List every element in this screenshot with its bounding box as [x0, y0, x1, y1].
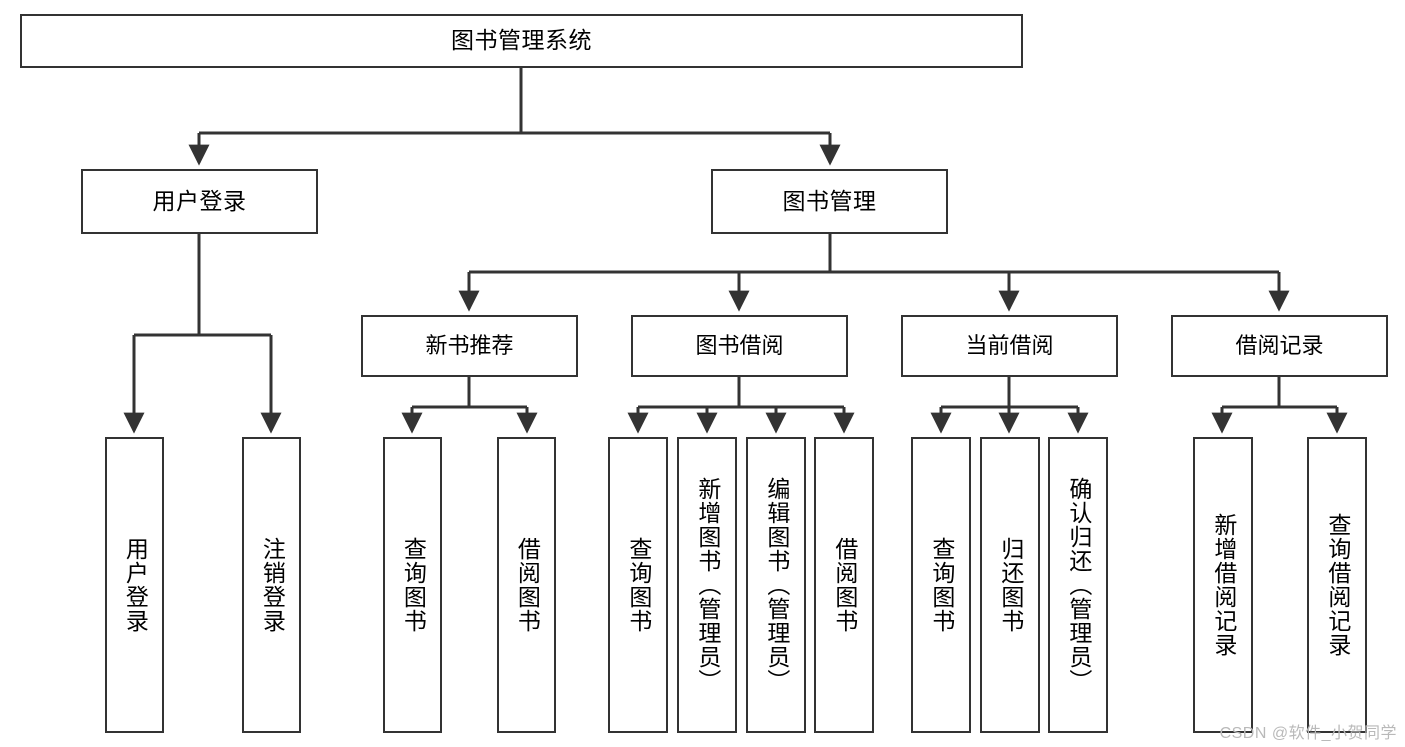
watermark: CSDN @软件_小贺同学	[1219, 725, 1397, 742]
node-leaf-query-book-borrow[interactable]: 查询图书	[608, 437, 668, 733]
node-leaf-user-login[interactable]: 用户登录	[105, 437, 164, 733]
node-book-borrow[interactable]: 图书借阅	[631, 315, 848, 377]
node-label: 图书管理系统	[451, 27, 592, 54]
node-label: 借阅图书	[514, 537, 541, 633]
node-leaf-edit-book-admin[interactable]: 编辑图书（管理员）	[746, 437, 806, 733]
node-label: 用户登录	[122, 537, 149, 633]
node-leaf-borrow-book-recommend[interactable]: 借阅图书	[497, 437, 556, 733]
node-label: 查询借阅记录	[1324, 513, 1351, 657]
node-label: 新增图书（管理员）	[694, 477, 721, 693]
node-leaf-confirm-return-admin[interactable]: 确认归还（管理员）	[1048, 437, 1108, 733]
node-user-login[interactable]: 用户登录	[81, 169, 318, 234]
node-label: 查询图书	[928, 537, 955, 633]
node-borrow-record[interactable]: 借阅记录	[1171, 315, 1388, 377]
node-leaf-query-borrow-record[interactable]: 查询借阅记录	[1307, 437, 1367, 733]
node-label: 查询图书	[625, 537, 652, 633]
node-leaf-logout[interactable]: 注销登录	[242, 437, 301, 733]
node-label: 图书管理	[782, 187, 877, 214]
node-label: 新增借阅记录	[1210, 513, 1237, 657]
node-label: 新书推荐	[425, 333, 514, 359]
node-label: 查询图书	[400, 537, 427, 633]
node-label: 确认归还（管理员）	[1065, 477, 1092, 693]
node-label: 用户登录	[152, 187, 247, 214]
node-label: 借阅图书	[831, 537, 858, 633]
node-leaf-return-book[interactable]: 归还图书	[980, 437, 1040, 733]
node-leaf-add-book-admin[interactable]: 新增图书（管理员）	[677, 437, 737, 733]
node-label: 注销登录	[259, 537, 286, 633]
node-book-management[interactable]: 图书管理	[711, 169, 948, 234]
node-label: 归还图书	[997, 537, 1024, 633]
node-label: 图书借阅	[695, 333, 784, 359]
node-leaf-query-book-recommend[interactable]: 查询图书	[383, 437, 442, 733]
node-leaf-query-book-current[interactable]: 查询图书	[911, 437, 971, 733]
node-leaf-add-borrow-record[interactable]: 新增借阅记录	[1193, 437, 1253, 733]
node-current-borrow[interactable]: 当前借阅	[901, 315, 1118, 377]
node-label: 当前借阅	[965, 333, 1054, 359]
node-leaf-borrow-book[interactable]: 借阅图书	[814, 437, 874, 733]
node-label: 借阅记录	[1235, 333, 1324, 359]
node-label: 编辑图书（管理员）	[763, 477, 790, 693]
node-root-book-management-system[interactable]: 图书管理系统	[20, 14, 1023, 68]
node-new-book-recommend[interactable]: 新书推荐	[361, 315, 578, 377]
